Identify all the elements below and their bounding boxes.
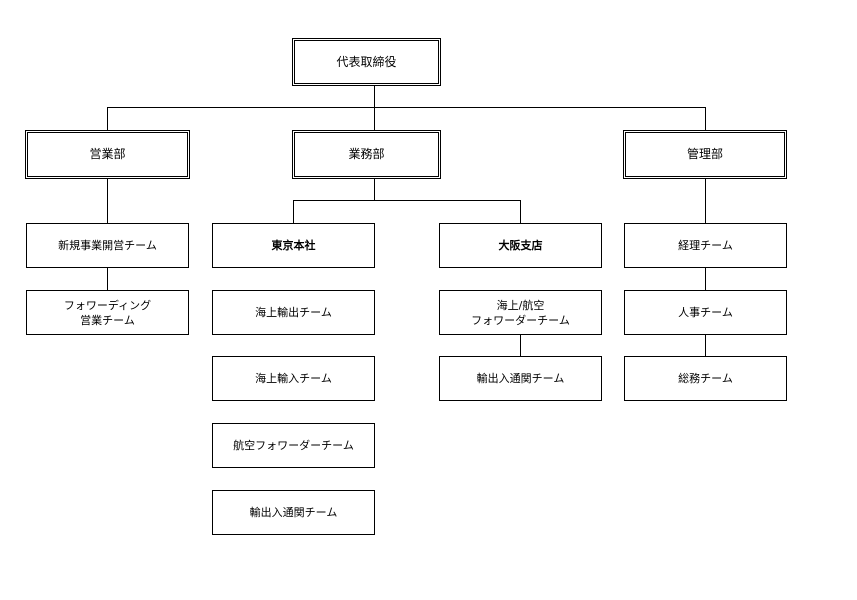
sales-division-box: 営業部 xyxy=(25,130,190,179)
connector-line xyxy=(293,200,294,224)
admin-team-box: 経理チーム xyxy=(624,223,787,268)
operations-division-box: 業務部 xyxy=(292,130,441,179)
admin-team-box: 人事チーム xyxy=(624,290,787,335)
connector-line xyxy=(107,107,706,108)
tokyo-team-box: 輸出入通関チーム xyxy=(212,490,375,535)
admin-division-box: 管理部 xyxy=(623,130,787,179)
osaka-team-box: 海上/航空 フォワーダーチーム xyxy=(439,290,602,335)
tokyo-team-box: 海上輸入チーム xyxy=(212,356,375,401)
osaka-branch-box: 大阪支店 xyxy=(439,223,602,268)
tokyo-team-box: 航空フォワーダーチーム xyxy=(212,423,375,468)
connector-line xyxy=(374,107,375,131)
connector-line xyxy=(705,334,706,357)
tokyo-branch-box: 東京本社 xyxy=(212,223,375,268)
admin-team-box: 総務チーム xyxy=(624,356,787,401)
osaka-team-box: 輸出入通関チーム xyxy=(439,356,602,401)
connector-line xyxy=(374,178,375,201)
sales-team-box: フォワーディング 営業チーム xyxy=(26,290,189,335)
connector-line xyxy=(293,200,521,201)
connector-line xyxy=(705,267,706,291)
connector-line xyxy=(705,107,706,131)
tokyo-team-box: 海上輸出チーム xyxy=(212,290,375,335)
ceo-box: 代表取締役 xyxy=(292,38,441,86)
connector-line xyxy=(520,334,521,357)
sales-team-box: 新規事業開営チーム xyxy=(26,223,189,268)
connector-line xyxy=(705,178,706,224)
connector-line xyxy=(520,200,521,224)
connector-line xyxy=(107,178,108,224)
connector-line xyxy=(107,107,108,131)
connector-line xyxy=(374,84,375,108)
connector-line xyxy=(107,267,108,291)
